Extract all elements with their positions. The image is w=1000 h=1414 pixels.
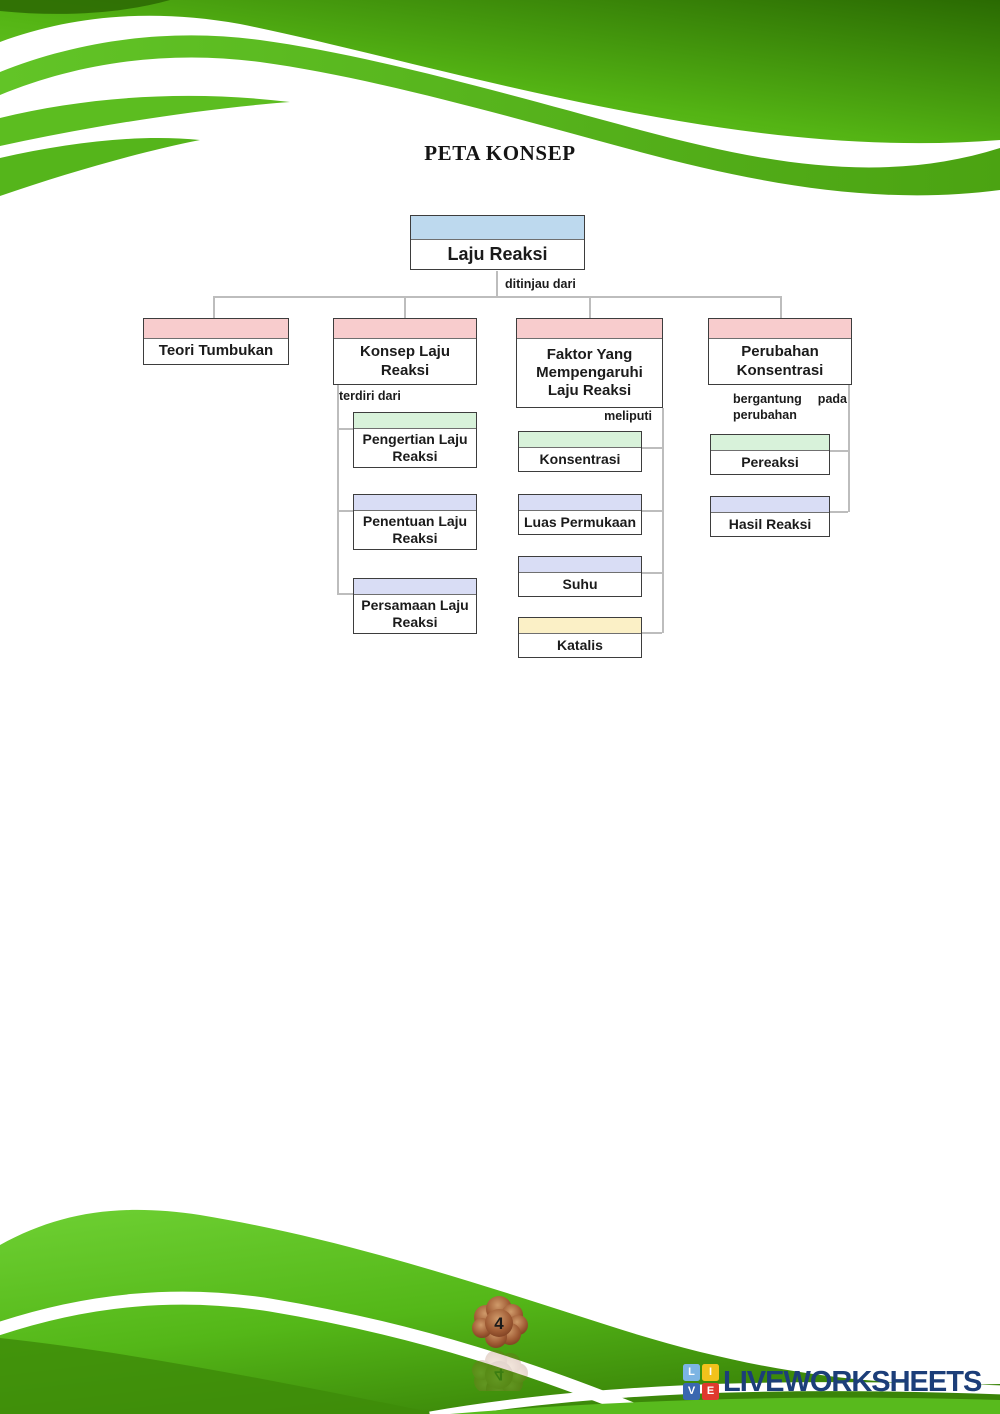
node-laju-reaksi: Laju Reaksi — [410, 215, 585, 270]
node-label: Penentuan Laju Reaksi — [362, 512, 468, 546]
connector-faktor-stub-4 — [642, 632, 662, 634]
node-header — [411, 216, 584, 240]
connector-faktor-stub-2 — [642, 510, 662, 512]
connector-drop-4 — [780, 296, 782, 318]
node-header — [354, 413, 476, 429]
node-label: Perubahan Konsentrasi — [736, 343, 824, 379]
logo-square-v: V — [683, 1383, 700, 1400]
node-header — [711, 497, 829, 513]
connector-drop-3 — [589, 296, 591, 318]
node-konsep-laju-reaksi: Konsep Laju Reaksi — [333, 318, 477, 385]
node-suhu: Suhu — [518, 556, 642, 597]
connector-faktor-vertical — [662, 408, 664, 633]
logo-square-l: L — [683, 1364, 700, 1381]
liveworksheets-logo[interactable]: L I V E LIVEWORKSHEETS — [683, 1364, 982, 1400]
connector-konsep-vertical — [337, 385, 339, 594]
top-wave-banner — [0, 0, 1000, 196]
node-header — [334, 319, 476, 339]
node-pereaksi: Pereaksi — [710, 434, 830, 475]
connector-konsep-stub-1 — [337, 428, 353, 430]
node-faktor-laju-reaksi: Faktor Yang Mempengaruhi Laju Reaksi — [516, 318, 663, 408]
node-teori-tumbukan: Teori Tumbukan — [143, 318, 289, 365]
node-katalis: Katalis — [518, 617, 642, 658]
node-penentuan-laju-reaksi: Penentuan Laju Reaksi — [353, 494, 477, 550]
logo-square-e: E — [702, 1383, 719, 1400]
node-konsentrasi: Konsentrasi — [518, 431, 642, 472]
connector-perubahan-stub-1 — [830, 450, 848, 452]
connector-root-stem — [496, 271, 498, 296]
node-label: Konsep Laju Reaksi — [359, 343, 450, 379]
liveworksheets-wordmark: LIVEWORKSHEETS — [723, 1365, 982, 1398]
node-label: Teori Tumbukan — [158, 342, 274, 360]
node-header — [517, 319, 662, 339]
connector-label-bergantung: bergantung pada perubahan — [733, 392, 847, 422]
connector-label-terdiri-dari: terdiri dari — [339, 389, 401, 403]
node-header — [709, 319, 851, 339]
page-number-cloud: 4 — [466, 1295, 532, 1402]
node-hasil-reaksi: Hasil Reaksi — [710, 496, 830, 537]
connector-perubahan-stub-2 — [830, 511, 848, 513]
node-perubahan-konsentrasi: Perubahan Konsentrasi — [708, 318, 852, 385]
node-header — [354, 579, 476, 595]
node-header — [711, 435, 829, 451]
connector-drop-2 — [404, 296, 406, 318]
connector-root-bar — [213, 296, 781, 298]
node-label: Katalis — [557, 636, 603, 653]
node-label: Laju Reaksi — [447, 243, 548, 264]
node-persamaan-laju-reaksi: Persamaan Laju Reaksi — [353, 578, 477, 634]
node-label: Faktor Yang Mempengaruhi Laju Reaksi — [536, 345, 643, 400]
connector-label-meliputi: meliputi — [604, 409, 652, 423]
connector-faktor-stub-1 — [642, 447, 662, 449]
node-label: Pengertian Laju Reaksi — [362, 430, 468, 464]
node-header — [519, 432, 641, 448]
logo-square-i: I — [702, 1364, 719, 1381]
node-pengertian-laju-reaksi: Pengertian Laju Reaksi — [353, 412, 477, 468]
connector-konsep-stub-2 — [337, 510, 353, 512]
node-label: Suhu — [562, 575, 598, 592]
connector-konsep-stub-3 — [337, 593, 353, 595]
page-number: 4 — [494, 1314, 504, 1333]
connector-label-ditinjau-dari: ditinjau dari — [505, 277, 576, 291]
node-label: Persamaan Laju Reaksi — [361, 596, 469, 630]
liveworksheets-icon: L I V E — [683, 1364, 719, 1400]
node-luas-permukaan: Luas Permukaan — [518, 494, 642, 535]
connector-faktor-stub-3 — [642, 572, 662, 574]
page-title: PETA KONSEP — [424, 141, 576, 165]
node-header — [354, 495, 476, 511]
node-label: Luas Permukaan — [523, 513, 637, 530]
connector-drop-1 — [213, 296, 215, 318]
node-label: Konsentrasi — [539, 450, 621, 467]
node-header — [519, 557, 641, 573]
node-label: Hasil Reaksi — [728, 515, 812, 532]
node-header — [144, 319, 288, 339]
connector-perubahan-vertical — [848, 385, 850, 512]
node-header — [519, 495, 641, 511]
node-header — [519, 618, 641, 634]
node-label: Pereaksi — [741, 453, 799, 470]
